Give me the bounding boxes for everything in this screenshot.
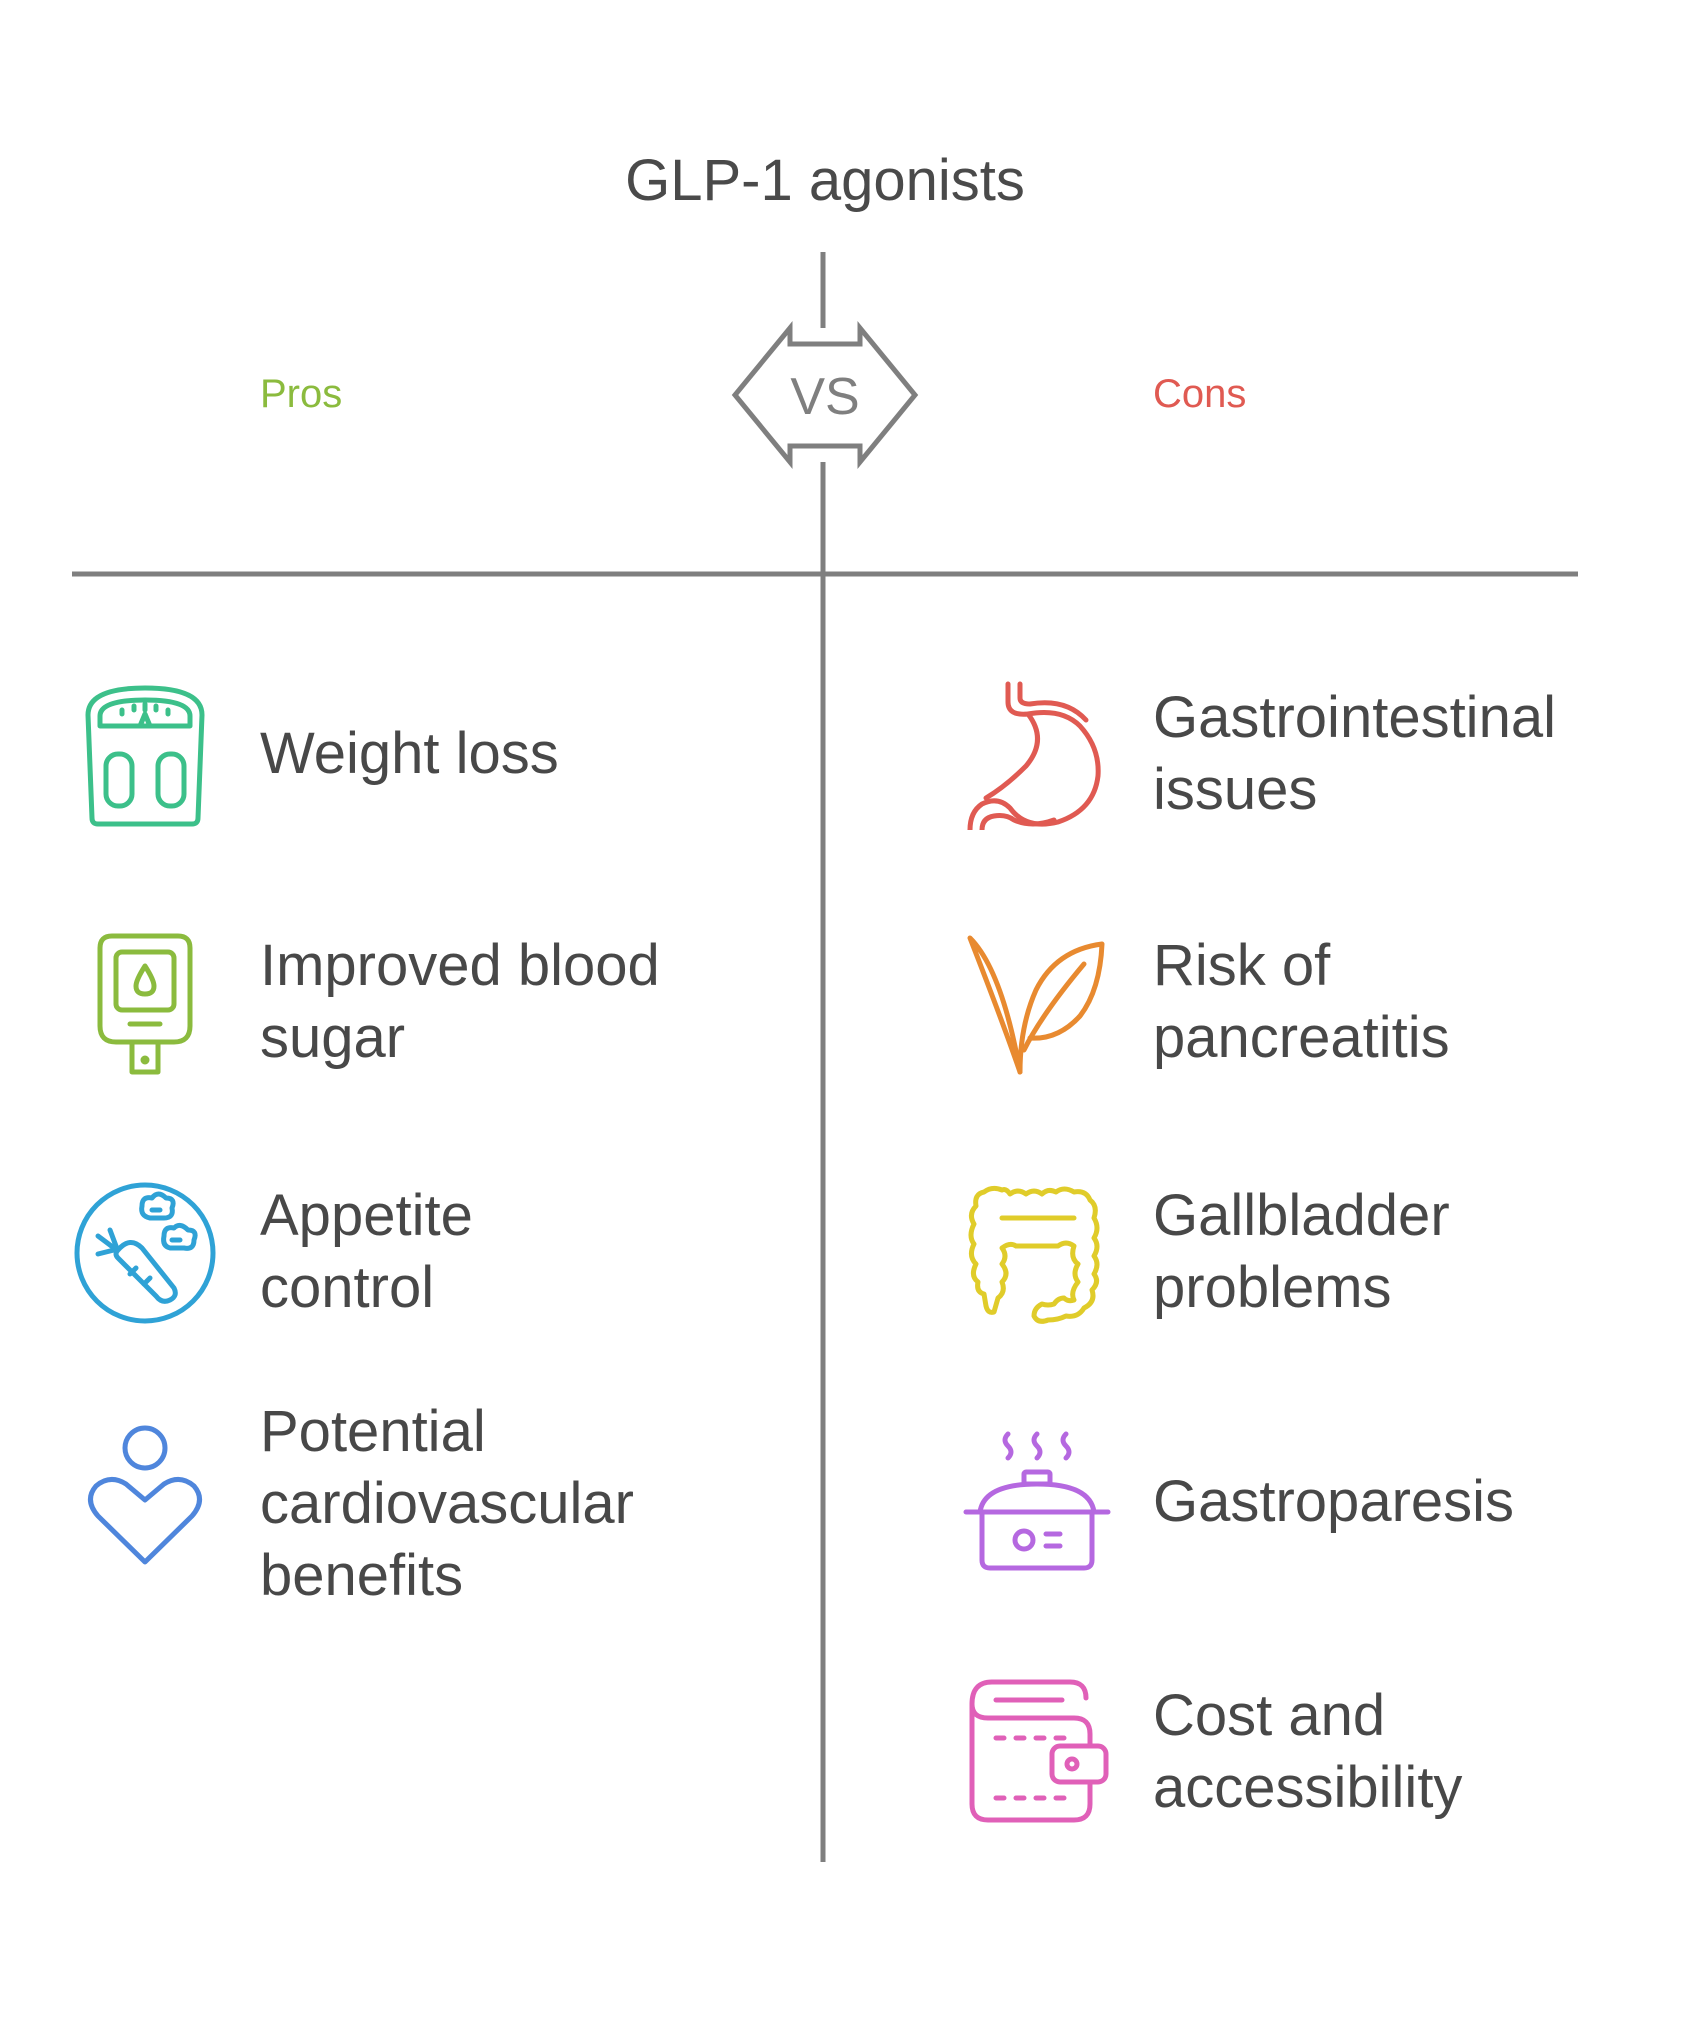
pros-heading: Pros — [260, 372, 343, 416]
wallet-icon — [962, 1676, 1112, 1826]
vs-label: VS — [790, 368, 859, 426]
con-item-cost-and-accessibility: Cost and accessibility — [1153, 1683, 1463, 1820]
pro-item-cardiovascular-benefits: Potential cardiovascular benefits — [260, 1399, 634, 1608]
leaf-pancreas-icon — [962, 930, 1112, 1080]
con-item-gastroparesis: Gastroparesis — [1153, 1469, 1515, 1534]
vs-badge-icon — [731, 321, 919, 469]
glucose-meter-icon — [70, 930, 220, 1080]
intestine-icon — [962, 1178, 1112, 1328]
cons-heading: Cons — [1153, 372, 1247, 416]
stomach-icon — [962, 680, 1112, 830]
healthy-food-plate-icon — [70, 1178, 220, 1328]
con-item-risk-of-pancreatitis: Risk of pancreatitis — [1153, 933, 1450, 1070]
person-heart-icon — [70, 1420, 220, 1570]
pro-item-weight-loss: Weight loss — [260, 721, 559, 786]
pro-item-improved-blood-sugar: Improved blood sugar — [260, 933, 660, 1070]
weighing-scale-icon — [70, 680, 220, 830]
steaming-pot-icon — [962, 1428, 1112, 1578]
con-item-gallbladder-problems: Gallbladder problems — [1153, 1183, 1450, 1320]
pro-item-appetite-control: Appetite control — [260, 1183, 473, 1320]
con-item-gastrointestinal-issues: Gastrointestinal issues — [1153, 685, 1556, 822]
diagram-title: GLP-1 agonists — [625, 148, 1025, 213]
